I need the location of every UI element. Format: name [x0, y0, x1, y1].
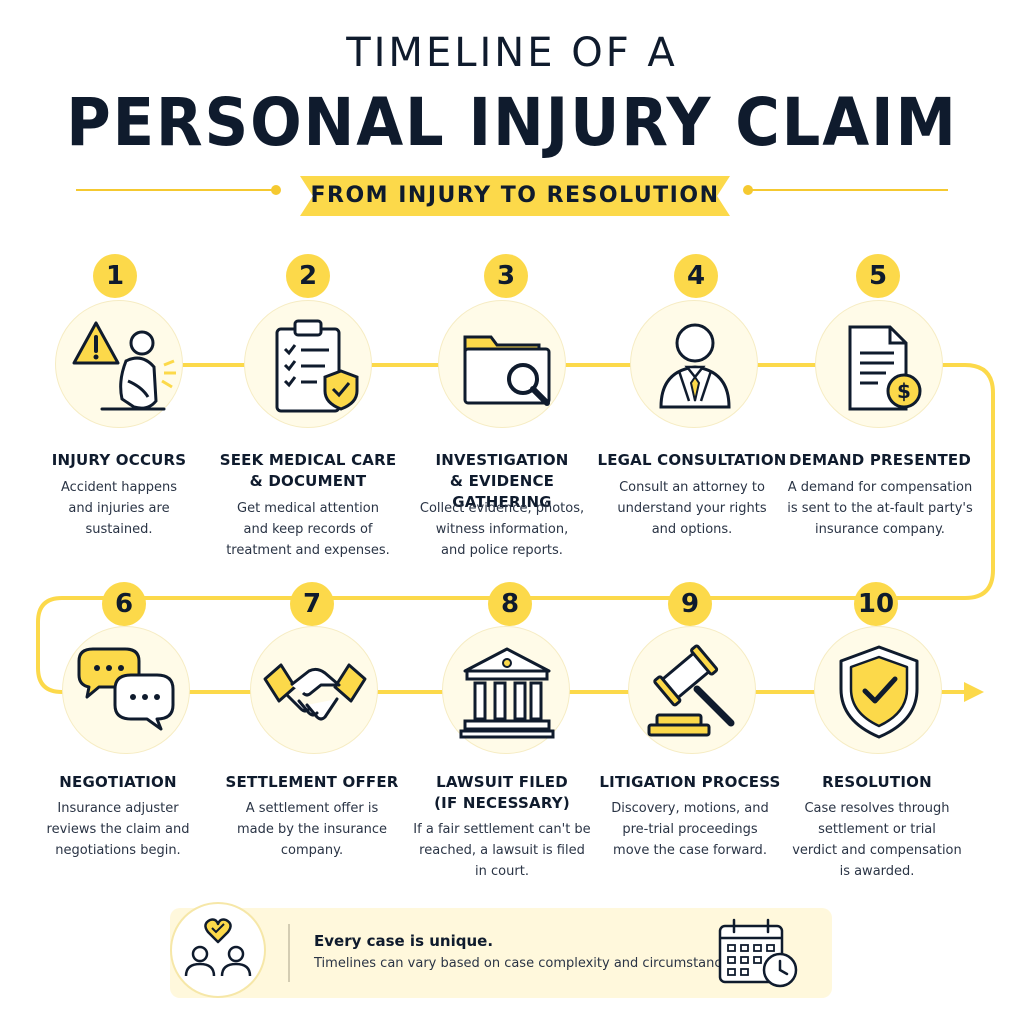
step-3-icon-circle [438, 300, 566, 428]
title-top: TIMELINE OF A [346, 30, 678, 76]
step-7-description: A settlement offer is made by the insura… [236, 801, 388, 858]
people-heart-icon [184, 918, 252, 977]
step-1-number: 1 [93, 254, 137, 298]
page-title: PERSONAL INJURY CLAIM [66, 84, 958, 161]
step-8-number: 8 [488, 582, 532, 626]
step-9-description: Discovery, motions, and pre-trial procee… [611, 801, 769, 858]
step-8-title: LAWSUIT FILED (IF NECESSARY) [434, 773, 570, 812]
step-10-description: Case resolves through settlement or tria… [792, 801, 962, 879]
note-icon-circle [170, 902, 266, 998]
step-10-title: RESOLUTION [822, 773, 932, 791]
step-2-description: Get medical attention and keep records o… [226, 501, 390, 558]
injured-person-warning-icon [72, 321, 176, 411]
gavel-icon [647, 644, 735, 737]
step-9-number: 9 [668, 582, 712, 626]
svg-text:$: $ [897, 379, 911, 403]
demand-document-dollar-icon: $ [848, 325, 922, 411]
step-2-title: SEEK MEDICAL CARE & DOCUMENT [219, 451, 397, 490]
note-heading: Every case is unique. [314, 932, 494, 950]
step-1-description: Accident happens and injuries are sustai… [60, 480, 177, 537]
step-10-icon-circle [814, 626, 942, 754]
subtitle: FROM INJURY TO RESOLUTION [310, 183, 720, 208]
step-7-icon-circle [250, 626, 378, 754]
chat-bubbles-icon [77, 647, 175, 731]
step-3-number: 3 [484, 254, 528, 298]
handshake-icon [263, 663, 367, 721]
step-7-title: SETTLEMENT OFFER [225, 773, 399, 791]
step-2-icon-circle [244, 300, 372, 428]
step-6-icon-circle [62, 626, 190, 754]
step-4-description: Consult an attorney to understand your r… [617, 480, 767, 537]
attorney-icon [659, 323, 731, 409]
step-2-number: 2 [286, 254, 330, 298]
calendar-clock-icon [718, 918, 798, 988]
folder-magnifier-icon [463, 335, 551, 406]
step-7-number: 7 [290, 582, 334, 626]
step-4-icon-circle [630, 300, 758, 428]
step-6-number: 6 [102, 582, 146, 626]
medical-clipboard-shield-icon [275, 319, 359, 413]
step-3-title: INVESTIGATION & EVIDENCE GATHERING [435, 451, 569, 511]
note-divider [288, 924, 290, 982]
step-5-title: DEMAND PRESENTED [789, 451, 971, 469]
step-4-title: LEGAL CONSULTATION [597, 451, 787, 469]
step-5-icon-circle: $ [815, 300, 943, 428]
step-6-description: Insurance adjuster reviews the claim and… [46, 801, 190, 858]
step-5-number: 5 [856, 254, 900, 298]
step-5-description: A demand for compensation is sent to the… [787, 480, 973, 537]
step-1-title: INJURY OCCURS [51, 451, 187, 469]
step-1-icon-circle [55, 300, 183, 428]
step-9-title: LITIGATION PROCESS [599, 773, 781, 791]
subtitle-banner: FROM INJURY TO RESOLUTION [300, 176, 730, 216]
courthouse-icon [459, 647, 555, 739]
note-text: Timelines can vary based on case complex… [314, 956, 741, 971]
step-8-icon-circle [442, 626, 570, 754]
step-4-number: 4 [674, 254, 718, 298]
left-rule [76, 185, 281, 195]
step-6-title: NEGOTIATION [59, 773, 177, 791]
step-8-description: If a fair settlement can't be reached, a… [413, 822, 591, 879]
step-9-icon-circle [628, 626, 756, 754]
step-3-description: Collect evidence, photos, witness inform… [419, 501, 585, 558]
shield-check-icon [839, 645, 919, 739]
right-rule [743, 185, 948, 195]
step-10-number: 10 [854, 582, 898, 626]
